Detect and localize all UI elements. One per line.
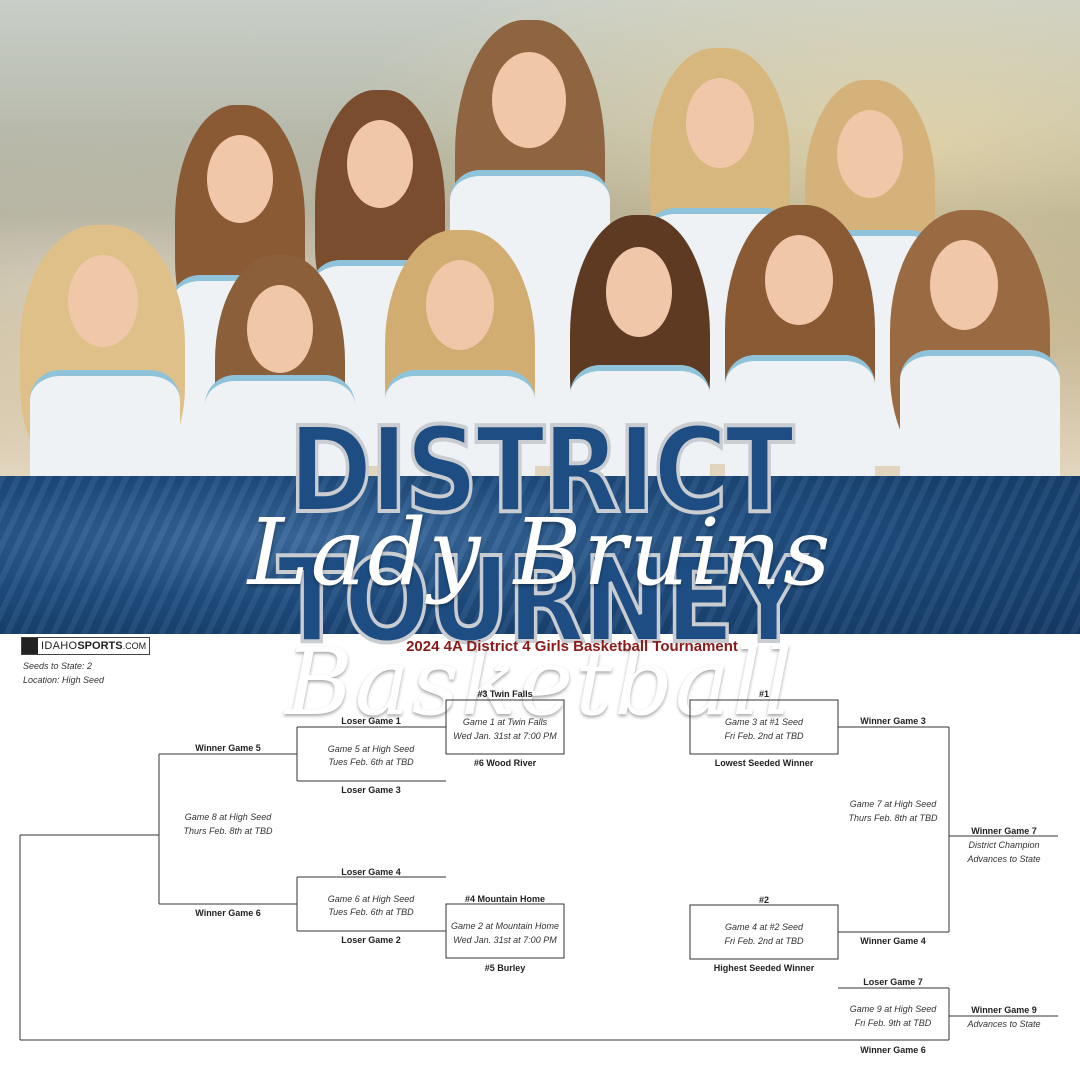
game5-top-team: Loser Game 1 (341, 716, 401, 726)
game1-top-team: #3 Twin Falls (477, 689, 533, 699)
player-figure (880, 210, 1070, 476)
game8-top-team: Winner Game 5 (195, 743, 261, 753)
player-figure (10, 225, 195, 476)
player-figure (560, 215, 720, 476)
header-banner (0, 476, 1080, 634)
game7-bottom-team: Winner Game 4 (860, 936, 926, 946)
game4-line1: Game 4 at #2 Seed (724, 922, 804, 932)
game3-line2: Fri Feb. 2nd at TBD (724, 731, 804, 741)
game6-bottom-team: Loser Game 2 (341, 935, 401, 945)
game7-line1: Game 7 at High Seed (849, 799, 937, 809)
game9-top-team: Loser Game 7 (863, 977, 923, 987)
champion-line1: District Champion (968, 840, 1040, 850)
game4-bottom-team: Highest Seeded Winner (713, 963, 815, 973)
game7-top-team: Winner Game 3 (860, 716, 926, 726)
game6-line1: Game 6 at High Seed (327, 894, 415, 904)
second-place-label: Winner Game 9 (971, 1005, 1037, 1015)
game6-top-team: Loser Game 4 (341, 867, 401, 877)
game9-line2: Fri Feb. 9th at TBD (854, 1018, 932, 1028)
location-info: Location: High Seed (23, 675, 105, 685)
game3-top-team: #1 (758, 689, 770, 699)
game8-bottom-team: Winner Game 6 (195, 908, 261, 918)
champion-line2: Advances to State (967, 854, 1041, 864)
idaho-state-icon (22, 638, 38, 654)
game2-bottom-team: #5 Burley (484, 963, 526, 973)
game5-line1: Game 5 at High Seed (327, 744, 415, 754)
game4-top-team: #2 (758, 895, 770, 905)
game5-line2: Tues Feb. 6th at TBD (328, 757, 414, 767)
player-figure (195, 255, 365, 476)
player-figure (370, 230, 550, 476)
lady-bruins-basketball-script: Lady Bruins Basketball (247, 499, 833, 736)
banner-texture (0, 476, 1080, 634)
bracket-lines (19, 699, 1058, 1041)
game1-bottom-team: #6 Wood River (473, 758, 537, 768)
district-tourney-title: DISTRICT TOURNEY (275, 401, 807, 669)
game4-line2: Fri Feb. 2nd at TBD (724, 936, 804, 946)
game2-top-team: #4 Mountain Home (464, 894, 546, 904)
game7-line2: Thurs Feb. 8th at TBD (848, 813, 938, 823)
game8-line2: Thurs Feb. 8th at TBD (183, 826, 273, 836)
game5-bottom-team: Loser Game 3 (341, 785, 401, 795)
game1-box: Game 1 at Twin Falls Wed Jan. 31st at 7:… (453, 717, 557, 741)
seeds-to-state: Seeds to State: 2 (23, 661, 93, 671)
team-photo (0, 0, 1080, 476)
game2-line1: Game 2 at Mountain Home (450, 921, 560, 931)
game9-line1: Game 9 at High Seed (849, 1004, 937, 1014)
second-place-line1: Advances to State (967, 1019, 1041, 1029)
game3-line1: Game 3 at #1 Seed (724, 717, 804, 727)
champion-label: Winner Game 7 (971, 826, 1037, 836)
game2-line2: Wed Jan. 31st at 7:00 PM (453, 935, 557, 945)
game6-line2: Tues Feb. 6th at TBD (328, 907, 414, 917)
game3-bottom-team: Lowest Seeded Winner (714, 758, 814, 768)
game9-bottom-team: Winner Game 6 (860, 1045, 926, 1055)
bracket-title: 2024 4A District 4 Girls Basketball Tour… (406, 638, 738, 655)
player-figure (715, 205, 885, 476)
game8-line1: Game 8 at High Seed (184, 812, 272, 822)
